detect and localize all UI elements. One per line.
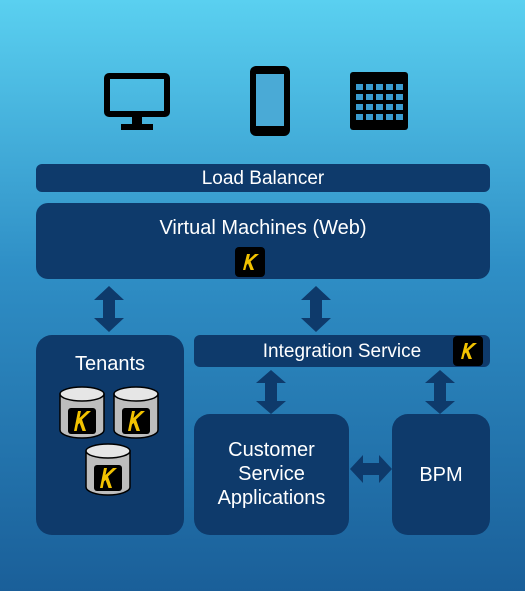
tenants-box: Tenants: [36, 335, 184, 535]
customer-service-label: Customer Service Applications: [217, 439, 326, 509]
virtual-machines-box: Virtual Machines (Web): [36, 203, 490, 279]
tenants-label: Tenants: [74, 353, 146, 375]
virtual-machines-label: Virtual Machines (Web): [159, 217, 367, 239]
tenant-database-icon: [112, 386, 160, 440]
integration-service-label: Integration Service: [262, 341, 422, 362]
k-logo-icon: [453, 336, 483, 366]
bpm-box: BPM: [392, 414, 490, 535]
tenant-database-icon: [58, 386, 106, 440]
vertical-double-arrow: [254, 370, 288, 414]
smartphone-icon: [248, 64, 292, 138]
customer-service-box: Customer Service Applications: [194, 414, 349, 535]
vertical-double-arrow: [299, 286, 333, 332]
integration-service-bar: Integration Service: [194, 335, 490, 367]
load-balancer-bar: Load Balancer: [36, 164, 490, 192]
calendar-grid-icon: [350, 72, 408, 130]
monitor-icon: [103, 72, 171, 132]
bpm-label: BPM: [419, 464, 463, 486]
tenant-database-icon: [84, 443, 132, 497]
load-balancer-label: Load Balancer: [201, 168, 325, 189]
horizontal-double-arrow: [350, 453, 392, 485]
vertical-double-arrow: [92, 286, 126, 332]
vertical-double-arrow: [423, 370, 457, 414]
k-logo-icon: [235, 247, 265, 277]
